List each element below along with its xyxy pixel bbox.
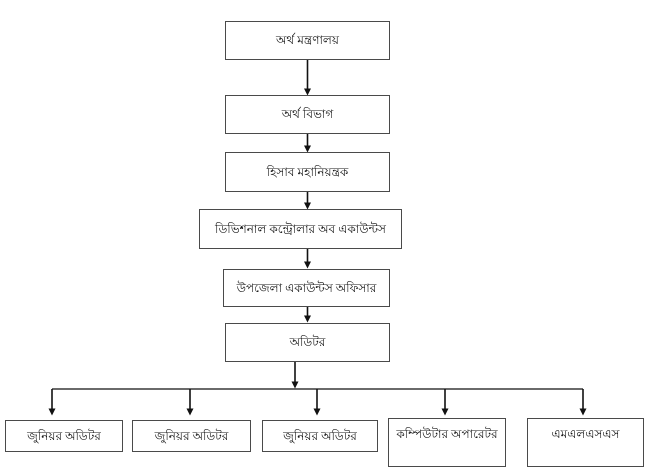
node-junior-auditor-1: জুনিয়র অডিটর [5, 420, 123, 452]
node-controller-general-of-accounts: হিসাব মহানিয়ন্ত্রক [225, 152, 390, 192]
node-label: উপজেলা একাউন্টস অফিসার [236, 280, 377, 295]
node-divisional-controller-of-accounts: ডিভিশনাল কন্ট্রোলার অব একাউন্টস [199, 209, 402, 249]
node-label: এমএলএসএস [551, 427, 620, 441]
node-label: জুনিয়র অডিটর [283, 428, 357, 443]
node-junior-auditor-2: জুনিয়র অডিটর [132, 420, 251, 452]
node-label: ডিভিশনাল কন্ট্রোলার অব একাউন্টস [215, 221, 386, 236]
node-label: অর্থ বিভাগ [281, 107, 334, 121]
node-junior-auditor-3: জুনিয়র অডিটর [262, 420, 378, 452]
node-label: অডিটর [289, 335, 326, 349]
node-auditor: অডিটর [225, 323, 390, 362]
node-upazila-accounts-officer: উপজেলা একাউন্টস অফিসার [223, 269, 390, 307]
node-computer-operator: কম্পিউটার অপারেটর [388, 418, 506, 467]
node-label: কম্পিউটার অপারেটর [396, 427, 498, 441]
node-label: জুনিয়র অডিটর [27, 428, 101, 443]
node-mlss: এমএলএসএস [527, 418, 644, 467]
node-label: অর্থ মন্ত্রণালয় [276, 33, 339, 47]
node-ministry-of-finance: অর্থ মন্ত্রণালয় [225, 21, 390, 60]
node-label: হিসাব মহানিয়ন্ত্রক [266, 164, 349, 179]
node-label: জুনিয়র অডিটর [154, 428, 229, 443]
node-finance-division: অর্থ বিভাগ [225, 95, 390, 134]
